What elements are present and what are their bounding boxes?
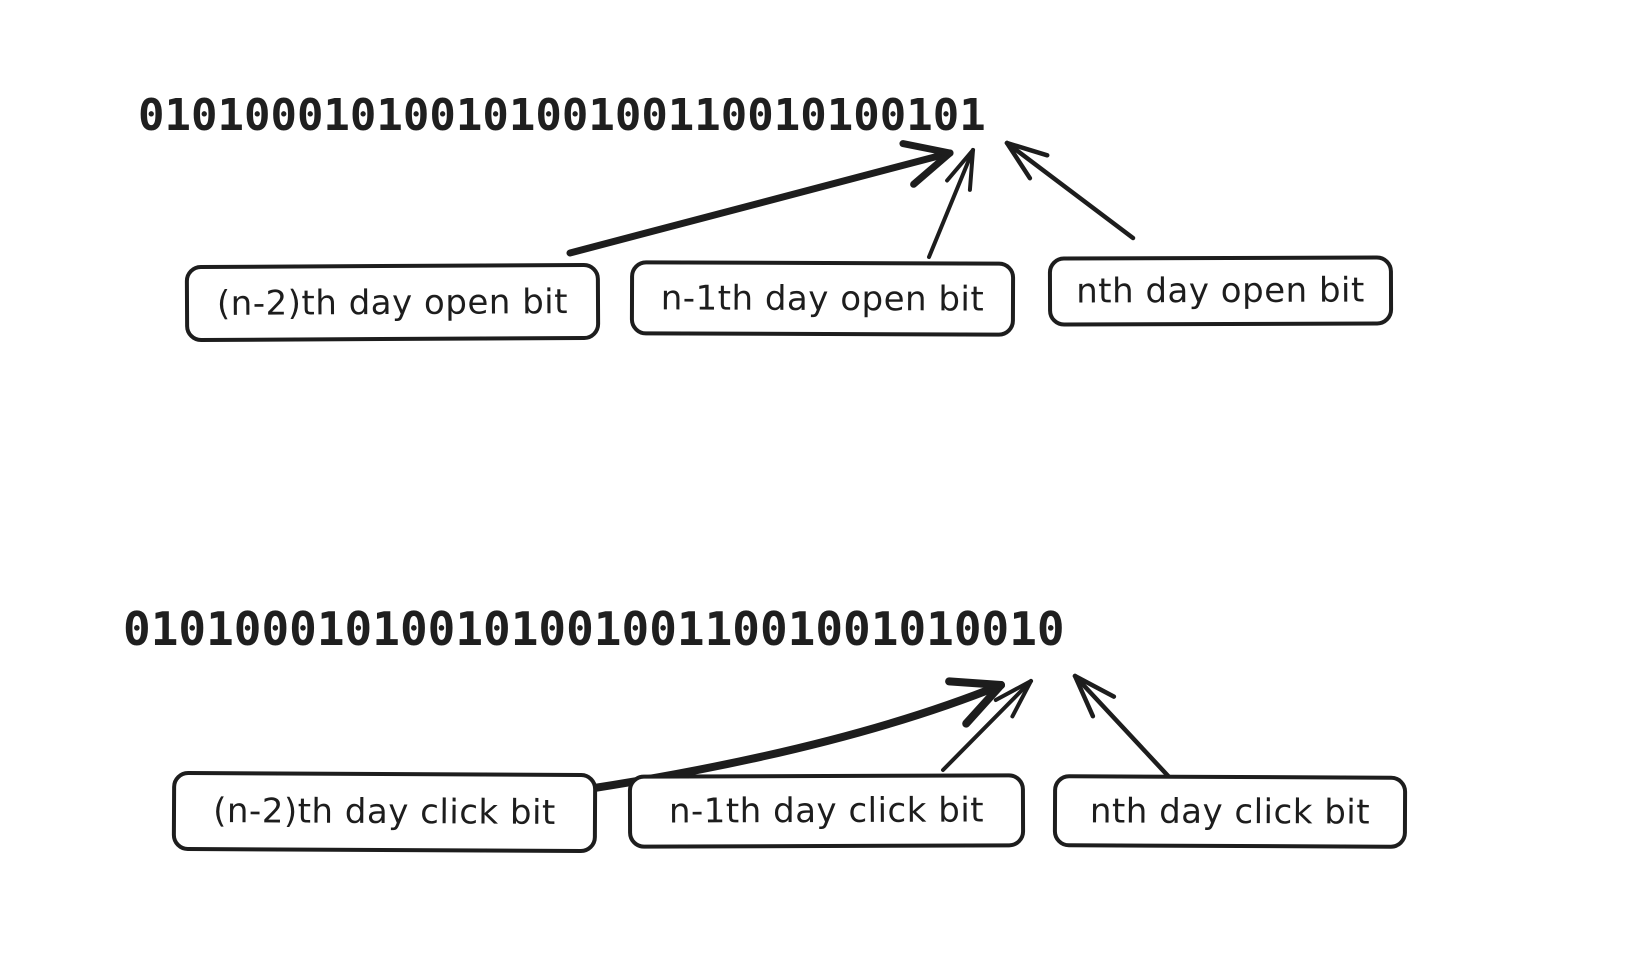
click-bit-sequence: 0101000101001010010011001001010010	[123, 602, 1065, 656]
open-bit-label-n-1: n-1th day open bit	[660, 277, 985, 320]
click-bit-label-box-n-2: (n-2)th day click bit	[171, 770, 598, 854]
arrow-open-n-1-icon	[927, 148, 975, 259]
open-bit-sequence: 01010001010010100100110010100101	[138, 90, 986, 141]
click-bit-label-n: nth day click bit	[1089, 790, 1371, 833]
open-bit-label-box-n-2: (n-2)th day open bit	[184, 262, 601, 343]
click-bit-label-box-n: nth day click bit	[1052, 774, 1408, 849]
click-bit-label-box-n-1: n-1th day click bit	[627, 773, 1026, 849]
open-bit-label-n-2: (n-2)th day open bit	[216, 281, 569, 324]
click-bit-label-n-2: (n-2)th day click bit	[213, 791, 556, 833]
open-bit-label-box-n: nth day open bit	[1047, 255, 1394, 327]
open-bit-label-n: nth day open bit	[1076, 270, 1365, 312]
arrow-click-n-icon	[1072, 673, 1173, 781]
arrow-open-n-icon	[1004, 140, 1136, 241]
open-bit-label-box-n-1: n-1th day open bit	[629, 260, 1016, 337]
click-bit-label-n-1: n-1th day click bit	[668, 790, 985, 832]
arrow-click-n-1-icon	[941, 679, 1033, 772]
arrow-open-n-2-icon	[566, 140, 954, 257]
